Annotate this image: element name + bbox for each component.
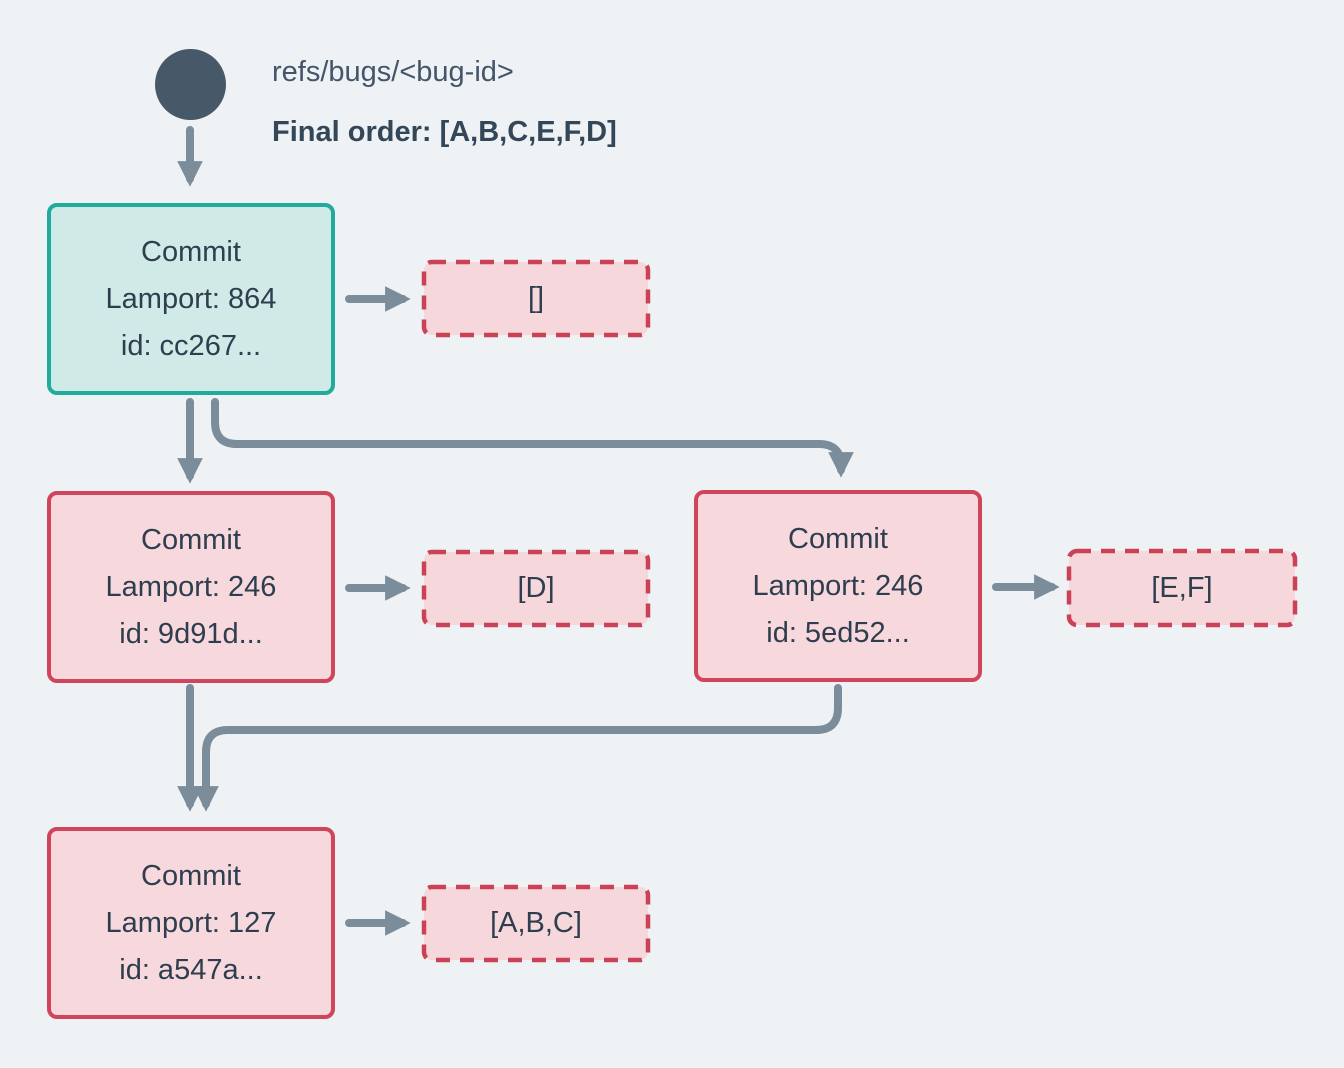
commit-node-left: Commit Lamport: 246 id: 9d91d... bbox=[47, 491, 335, 683]
branch-ref-label: refs/bugs/<bug-id> bbox=[272, 56, 514, 88]
commit-title: Commit bbox=[141, 859, 241, 892]
final-order-label: Final order: [A,B,C,E,F,D] bbox=[272, 116, 617, 148]
commit-title: Commit bbox=[141, 523, 241, 556]
ops-box-root bbox=[421, 259, 651, 338]
commit-id: id: 9d91d... bbox=[119, 617, 263, 650]
commit-id: id: 5ed52... bbox=[766, 616, 910, 649]
commit-node-bottom: Commit Lamport: 127 id: a547a... bbox=[47, 827, 335, 1019]
edge-right-to-bottom bbox=[193, 684, 842, 812]
ops-label-bottom: [A,B,C] bbox=[490, 907, 582, 939]
commit-lamport: Lamport: 246 bbox=[752, 569, 924, 602]
commit-id: id: cc267... bbox=[120, 329, 262, 362]
ops-box-right bbox=[1066, 548, 1298, 628]
commit-node-right: Commit Lamport: 246 id: 5ed52... bbox=[694, 490, 982, 682]
ops-label-root: [] bbox=[527, 282, 545, 314]
edge-root-to-right bbox=[211, 398, 854, 478]
ops-box-left bbox=[421, 549, 651, 628]
ops-label-right: [E,F] bbox=[1151, 571, 1213, 604]
ops-box-bottom bbox=[421, 884, 651, 963]
ops-label-left: [D] bbox=[517, 572, 555, 604]
commit-node-root: Commit Lamport: 864 id: cc267... bbox=[47, 203, 335, 395]
commit-lamport: Lamport: 864 bbox=[105, 282, 277, 315]
commit-id: id: a547a... bbox=[119, 953, 263, 986]
commit-lamport: Lamport: 127 bbox=[105, 906, 277, 939]
branch-ref-icon bbox=[155, 49, 226, 120]
commit-title: Commit bbox=[788, 522, 888, 555]
commit-lamport: Lamport: 246 bbox=[105, 570, 277, 603]
commit-title: Commit bbox=[141, 235, 241, 268]
